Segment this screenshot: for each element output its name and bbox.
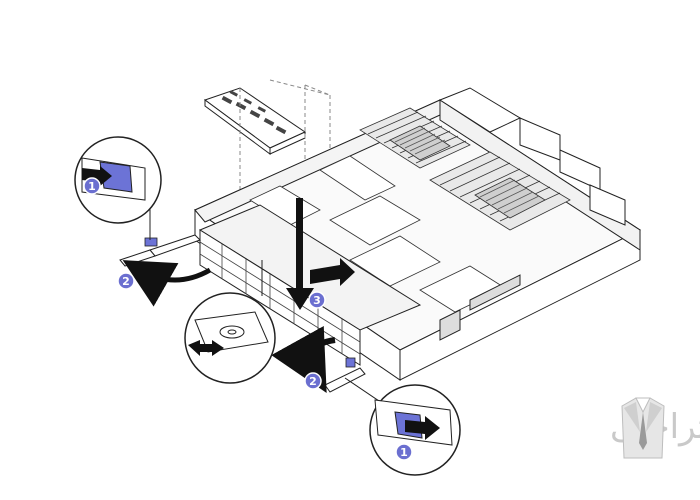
- left-release-latch: [144, 237, 158, 247]
- rotate-arrow-left: [122, 260, 212, 307]
- svg-text:1: 1: [400, 446, 408, 459]
- svg-text:2: 2: [122, 275, 130, 288]
- svg-text:3: 3: [313, 294, 321, 307]
- magnifier-circle-bottom-right: [344, 377, 461, 476]
- rotate-arrow-bottom: [271, 325, 336, 393]
- callout-2-bottom: 2: [304, 372, 322, 390]
- motherboard-card-icon: [203, 87, 307, 155]
- svg-text:2: 2: [309, 375, 317, 388]
- callout-1-bottom: 1: [395, 443, 413, 461]
- callout-3: 3: [308, 291, 326, 309]
- callout-2-left: 2: [117, 272, 135, 290]
- callout-1-top: 1: [83, 177, 101, 195]
- slide-arrow: [286, 198, 355, 310]
- right-release-latch: [345, 357, 356, 368]
- svg-text:1: 1: [88, 180, 96, 193]
- magnifier-circle-middle-left: [184, 260, 276, 384]
- suit-logo-icon: [621, 397, 665, 459]
- watermark: مستراچیی: [610, 397, 700, 459]
